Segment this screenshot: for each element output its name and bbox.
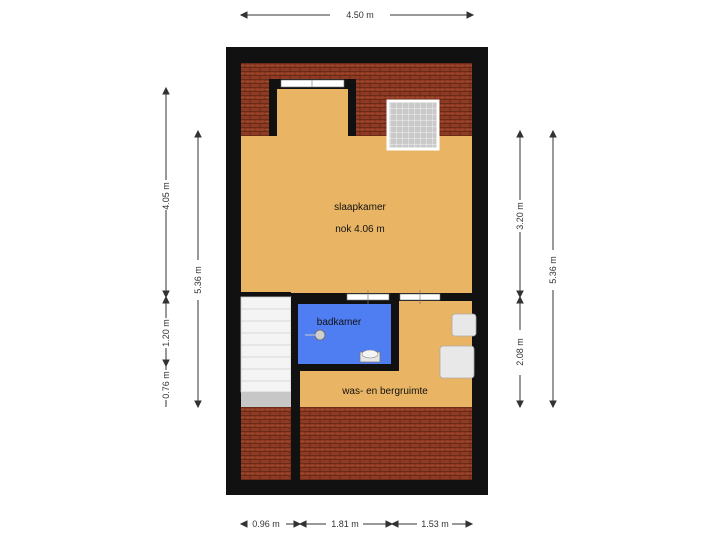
dim-bottom-a: 0.96 m (252, 519, 280, 529)
dim-left-middle: 1.20 m (161, 319, 171, 347)
dim-left-upper: 4.05 m (161, 182, 171, 210)
bathroom-label: badkamer (317, 317, 362, 328)
dormer-window (280, 79, 345, 88)
stair-landing (241, 392, 291, 407)
dim-right-upper: 3.20 m (515, 202, 525, 230)
appliance-1 (451, 313, 477, 337)
stair-wall (291, 297, 300, 480)
dim-right-lower: 2.08 m (515, 338, 525, 366)
dormer-wall-left (269, 79, 277, 137)
roof-bottom-left (241, 407, 291, 480)
utility-label: was- en bergruimte (341, 386, 428, 397)
dim-right-total: 5.36 m (548, 256, 558, 284)
middle-wall-left (241, 292, 291, 297)
bedroom-label: slaapkamer (334, 202, 386, 213)
shower-drain (314, 329, 326, 341)
bedroom-floor (241, 136, 472, 293)
stairs (240, 296, 292, 393)
dormer-floor (277, 89, 348, 137)
dim-bottom-c: 1.53 m (421, 519, 449, 529)
dim-bottom-b: 1.81 m (331, 519, 359, 529)
roof-bottom-right (300, 407, 472, 480)
dim-top-width: 4.50 m (346, 10, 374, 20)
bedroom-ridge-height: nok 4.06 m (335, 224, 384, 235)
skylight (386, 99, 440, 151)
appliance-2 (439, 345, 475, 379)
dim-left-total: 5.36 m (193, 266, 203, 294)
dormer-wall-right (348, 79, 356, 137)
dim-left-lower: 0.76 m (161, 371, 171, 399)
